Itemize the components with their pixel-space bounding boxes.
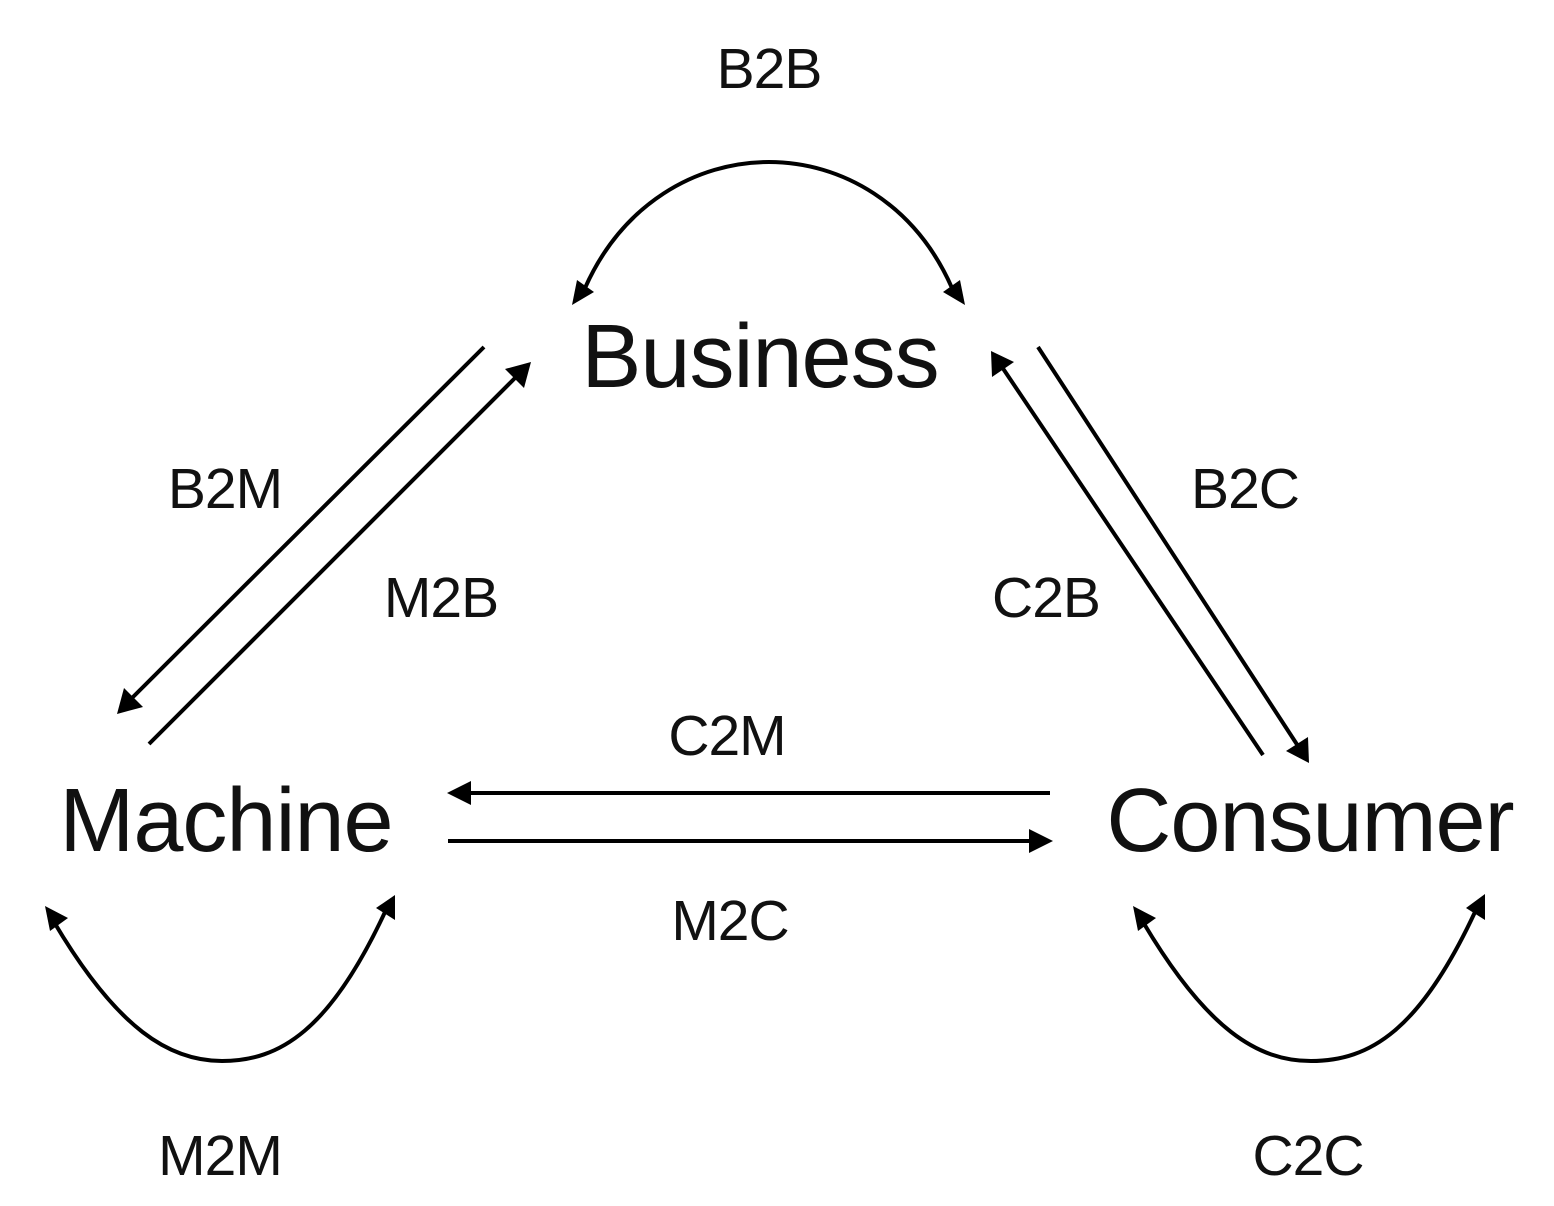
edge-label-c2m: C2M — [668, 704, 785, 768]
node-business: Business — [581, 307, 938, 407]
edge-label-b2m: B2M — [168, 457, 282, 521]
edge-b2b-curve — [583, 160, 954, 289]
arrowhead-b2b-right — [943, 280, 965, 305]
edge-label-m2m: M2M — [158, 1124, 282, 1188]
edge-m2m-curve — [52, 911, 387, 1064]
arrowhead-c2c-left — [1133, 906, 1156, 931]
edge-c2b-line — [1000, 365, 1265, 757]
node-consumer: Consumer — [1106, 771, 1513, 871]
arrowhead-m2c — [1029, 829, 1053, 853]
arrowhead-c2c-right — [1466, 894, 1485, 920]
edges-layer — [45, 160, 1485, 1064]
arrowhead-m2m-right — [376, 895, 395, 920]
arrowhead-b2b-left — [572, 280, 594, 305]
edge-label-m2c: M2C — [671, 889, 788, 953]
arrowhead-m2b — [505, 362, 531, 388]
arrowhead-c2b — [991, 351, 1014, 377]
edge-b2m-line — [128, 345, 486, 702]
edge-b2c-line — [1036, 345, 1300, 748]
edge-label-m2b: M2B — [384, 566, 498, 630]
edge-label-b2c: B2C — [1191, 457, 1299, 521]
arrowhead-m2m-left — [45, 906, 68, 931]
arrowhead-b2c — [1286, 737, 1309, 763]
edge-label-c2c: C2C — [1252, 1124, 1363, 1188]
edge-c2c-curve — [1141, 911, 1477, 1064]
edge-label-b2b: B2B — [717, 37, 822, 101]
arrowhead-b2m — [117, 688, 143, 714]
arrowhead-c2m — [447, 781, 471, 805]
edge-m2b-line — [147, 374, 519, 746]
edge-label-c2b: C2B — [992, 566, 1100, 630]
node-machine: Machine — [59, 771, 392, 871]
